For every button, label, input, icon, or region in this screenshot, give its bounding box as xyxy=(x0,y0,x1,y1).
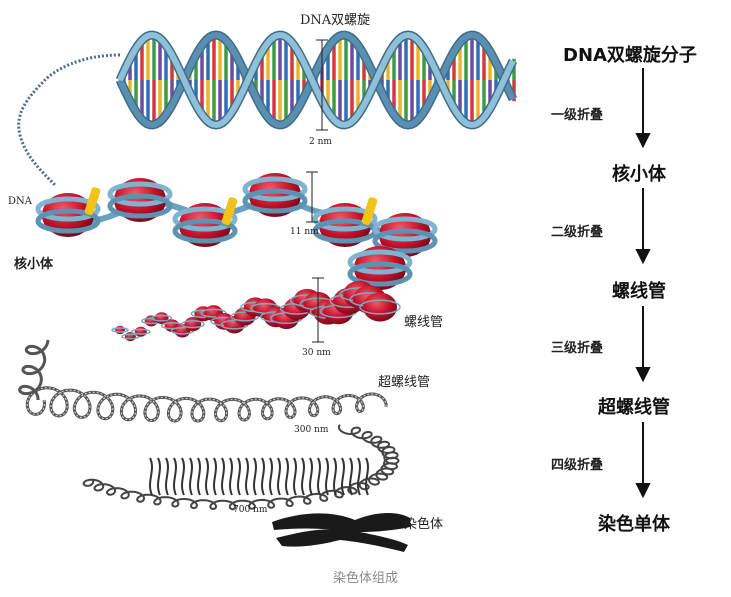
flow-step-nucleosome: 核小体 xyxy=(612,164,666,185)
dimension-2nm-marker xyxy=(316,39,328,131)
linker-histone xyxy=(84,187,101,216)
dimension-11nm-label: 11 nm xyxy=(290,227,319,237)
solenoid-label: 螺线管 xyxy=(404,315,443,330)
loop-coil xyxy=(173,457,177,496)
solenoid-wrap xyxy=(111,327,129,333)
dimension-2nm-label: 2 nm xyxy=(309,137,332,147)
supercoil-highlight xyxy=(26,387,387,422)
dna-tail-strand xyxy=(17,53,121,187)
flow-step-solenoid: 螺线管 xyxy=(612,281,666,302)
dimension-700nm-label: 700 nm xyxy=(233,505,268,515)
loop-coil xyxy=(253,457,257,496)
dna-wrap xyxy=(372,228,438,254)
loop-coil xyxy=(245,457,249,496)
chromatid-label: 染色体 xyxy=(404,516,443,532)
loop-coil xyxy=(261,457,265,496)
dna-wrap xyxy=(172,218,238,244)
loop-coil xyxy=(165,457,169,496)
loop-coil xyxy=(309,457,313,496)
nucleosome-label: 核小体 xyxy=(14,256,54,272)
dna-label: DNA xyxy=(8,196,33,207)
histone-core xyxy=(354,246,406,290)
loop-coil xyxy=(285,457,289,496)
loop-coil xyxy=(157,457,161,496)
solenoid-wrap xyxy=(200,308,227,318)
histone-core xyxy=(114,178,166,222)
loop-coil xyxy=(237,457,241,496)
dna-wrap xyxy=(242,176,308,202)
figure-caption: 染色体组成 xyxy=(332,571,398,586)
dna-wrap xyxy=(372,216,438,242)
dna-wrap xyxy=(312,206,378,232)
solenoid-wrap xyxy=(150,314,173,322)
supercoil-tail xyxy=(18,339,50,400)
loop-coil xyxy=(349,457,353,496)
loop-coil xyxy=(213,457,217,496)
solenoid-nucleosome xyxy=(134,326,147,337)
loop-coil xyxy=(221,457,225,496)
dimension-300nm-label: 300 nm xyxy=(294,425,329,435)
backbone-strand xyxy=(117,31,516,129)
flow-step-supercoil: 超螺线管 xyxy=(598,397,670,418)
loop-coil xyxy=(317,457,321,496)
flow-transition-tertiary: 三级折叠 xyxy=(551,341,604,356)
flow-step-dna: DNA双螺旋分子 xyxy=(563,45,697,66)
loop-coil xyxy=(293,457,297,496)
loop-coil xyxy=(229,457,233,496)
dna-wrap xyxy=(347,249,413,275)
solenoid-wrap xyxy=(230,311,260,322)
flow-step-chromatid: 染色单体 xyxy=(598,514,670,535)
histone-core xyxy=(319,203,371,247)
chromosome-shape xyxy=(272,513,410,552)
loop-coil xyxy=(277,457,281,496)
linker-histone xyxy=(221,197,238,226)
loop-coil xyxy=(269,457,273,496)
dna-double-helix xyxy=(115,30,518,130)
solenoid-wrap xyxy=(180,320,205,329)
dna-wrap xyxy=(107,181,173,207)
dna-wrap xyxy=(347,261,413,287)
loop-coil xyxy=(333,457,337,496)
histone-core xyxy=(42,193,94,237)
dna-double-helix-label: DNA双螺旋 xyxy=(300,13,370,28)
dimension-11nm-marker xyxy=(306,171,318,223)
loop-path xyxy=(82,424,400,511)
loop-coil xyxy=(197,457,201,496)
solenoid-fiber xyxy=(111,280,401,342)
chromatin-illustration: DNA双螺旋 DNA 核小体 螺线管 超螺线管 染色体 2 nm 11 nm 3… xyxy=(8,13,518,552)
solenoid-nucleosome xyxy=(115,325,125,335)
flow-transition-primary: 一级折叠 xyxy=(551,108,604,123)
dna-wrap xyxy=(35,196,101,222)
loop-coil xyxy=(365,457,369,496)
dna-wrap xyxy=(107,193,173,219)
dimension-30nm-marker xyxy=(312,277,324,343)
flow-transition-quaternary: 四级折叠 xyxy=(551,458,604,473)
histone-core xyxy=(249,173,301,217)
loop-coil xyxy=(181,457,185,496)
flow-transition-secondary: 二级折叠 xyxy=(551,225,604,240)
supercoil-fiber xyxy=(18,339,388,423)
dimension-30nm-label: 30 nm xyxy=(302,348,331,358)
loop-coil xyxy=(189,457,193,496)
dna-wrap xyxy=(35,208,101,234)
solenoid-nucleosome xyxy=(363,292,397,322)
histone-core xyxy=(179,203,231,247)
loop-coil xyxy=(301,457,305,496)
solenoid-wrap xyxy=(131,328,151,335)
nucleosome-row xyxy=(35,173,438,290)
solenoid-wrap xyxy=(359,299,401,315)
loop-coil xyxy=(357,457,361,496)
loop-coil xyxy=(149,457,153,496)
dna-wrap xyxy=(172,206,238,232)
dna-wrap xyxy=(242,188,308,214)
loop-coil xyxy=(205,457,209,496)
loop-coil xyxy=(341,457,345,496)
supercoil-label: 超螺线管 xyxy=(378,375,430,390)
supercoil-path xyxy=(25,386,388,423)
histone-core xyxy=(379,213,431,257)
linker-histone xyxy=(361,197,378,226)
loop-coil xyxy=(325,457,329,496)
chromatid-loop-fiber xyxy=(82,424,400,511)
